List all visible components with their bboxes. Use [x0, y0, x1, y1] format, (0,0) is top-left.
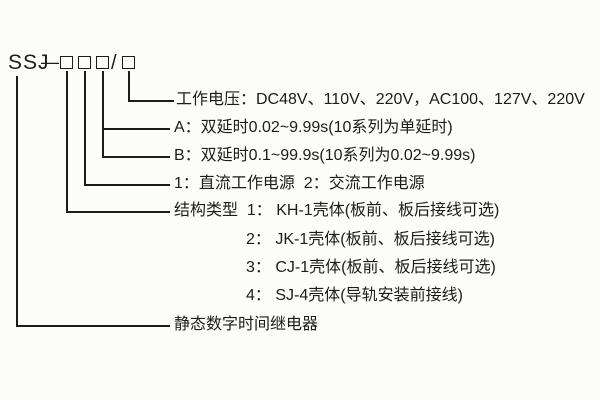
connector-vline-voltage: [128, 71, 130, 101]
model-prefix-text: SSJ: [8, 51, 50, 74]
connector-hline-delay-a: [102, 128, 170, 130]
label-structure-type-option-3: 3： CJ-1壳体(板前、板后接线可选): [246, 259, 496, 276]
connector-vline-product-name: [16, 76, 18, 326]
connector-vline-structure-type: [66, 71, 68, 212]
connector-vline-delay-type: [102, 71, 104, 157]
label-delay-option-b: B：双延时0.1~99.9s(10系列为0.02~9.99s): [174, 147, 476, 164]
connector-hline-power-type: [84, 184, 170, 186]
label-delay-option-a: A：双延时0.02~9.99s(10系列为单延时): [174, 119, 453, 136]
connector-vline-power-type: [84, 71, 86, 185]
connector-hline-voltage: [128, 100, 174, 102]
label-structure-type-option-2: 2： JK-1壳体(板前、板后接线可选): [246, 231, 495, 248]
model-slash-text: /: [111, 52, 117, 74]
label-structure-type-option-1: 结构类型 1： KH-1壳体(板前、板后接线可选): [174, 202, 500, 219]
label-structure-type-option-4: 4： SJ-4壳体(导轨安装前接线): [246, 287, 463, 304]
label-product-name: 静态数字时间继电器: [174, 316, 319, 333]
model-box-power-type: [78, 56, 91, 69]
connector-hline-delay-b: [102, 156, 170, 158]
label-working-voltage: 工作电压：DC48V、110V、220V，AC100、127V、220V: [176, 91, 585, 108]
model-dash-text: —: [41, 52, 59, 72]
connector-hline-structure-type: [66, 211, 170, 213]
model-box-delay-type: [96, 56, 109, 69]
connector-hline-product-name: [16, 325, 170, 327]
model-box-structure-type: [60, 56, 73, 69]
model-box-voltage: [122, 56, 135, 69]
label-power-type: 1：直流工作电源 2：交流工作电源: [174, 175, 425, 192]
